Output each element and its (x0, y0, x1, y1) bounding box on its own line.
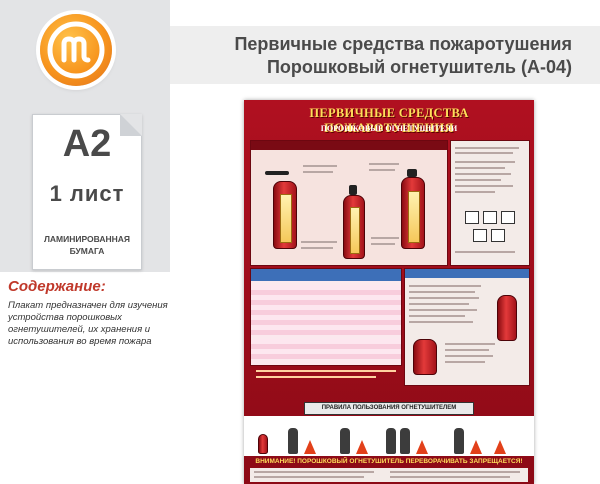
material-line2: БУМАГА (69, 246, 105, 256)
description-text: Плакат предназначен для изучения устройс… (8, 300, 168, 347)
material-line1: ЛАМИНИРОВАННАЯ (43, 234, 131, 244)
material-label: ЛАМИНИРОВАННАЯ БУМАГА (33, 233, 141, 257)
extinguisher-icon (258, 434, 268, 454)
firefighter-icon (386, 428, 396, 454)
fire-icon (356, 440, 368, 454)
fire-icon (470, 440, 482, 454)
fire-icon (416, 440, 428, 454)
firefighter-icon (454, 428, 464, 454)
extinguisher-icon (497, 295, 517, 341)
rules-title: ПРАВИЛА ПОЛЬЗОВАНИЯ ОГНЕТУШИТЕЛЕМ (304, 402, 474, 415)
extinguisher-diagrams (250, 140, 448, 266)
rules-illustrations (244, 416, 534, 456)
extinguisher-icon (343, 195, 365, 259)
poster-warning: ВНИМАНИЕ! ПОРОШКОВЫЙ ОГНЕТУШИТЕЛЬ ПЕРЕВО… (255, 458, 523, 465)
m-logo-icon (40, 14, 112, 86)
info-panel: А2 1 лист ЛАМИНИРОВАННАЯ БУМАГА (0, 0, 170, 272)
extinguisher-icon (401, 177, 425, 249)
class-a-icon (465, 211, 479, 224)
paper-size: А2 (62, 123, 112, 165)
poster-footer (250, 468, 528, 482)
poster-preview[interactable]: ПЕРВИЧНЫЕ СРЕДСТВА ПОЖАРОТУШЕНИЯ ПОРОШКО… (244, 100, 534, 484)
firefighter-icon (400, 428, 410, 454)
class-e-icon (491, 229, 505, 242)
fire-icon (494, 440, 506, 454)
fire-classes-panel (450, 140, 530, 266)
specs-table (250, 268, 402, 366)
hose-icon (265, 171, 289, 175)
page-title: Первичные средства пожаротушения (234, 34, 572, 54)
page-fold-icon (120, 114, 142, 136)
page-subtitle: Порошковый огнетушитель (А-04) (266, 57, 572, 77)
format-card: А2 1 лист ЛАМИНИРОВАННАЯ БУМАГА (32, 114, 142, 270)
firefighter-icon (340, 428, 350, 454)
extinguisher-icon (273, 181, 297, 249)
fire-icon (304, 440, 316, 454)
firefighter-icon (288, 428, 298, 454)
sheet-count: 1 лист (49, 181, 125, 206)
class-d-icon (473, 229, 487, 242)
class-c-icon (501, 211, 515, 224)
placement-panel (404, 268, 530, 386)
page-header: Первичные средства пожаротушения Порошко… (170, 26, 600, 84)
poster-title: ПЕРВИЧНЫЕ СРЕДСТВА ПОЖАРОТУШЕНИЯ (309, 106, 469, 135)
class-b-icon (483, 211, 497, 224)
description-title: Содержание: (8, 278, 106, 295)
wheeled-extinguisher-icon (413, 339, 437, 375)
poster-subtitle: ПОРОШКОВЫЕ ОГНЕТУШИТЕЛИ (320, 124, 458, 133)
